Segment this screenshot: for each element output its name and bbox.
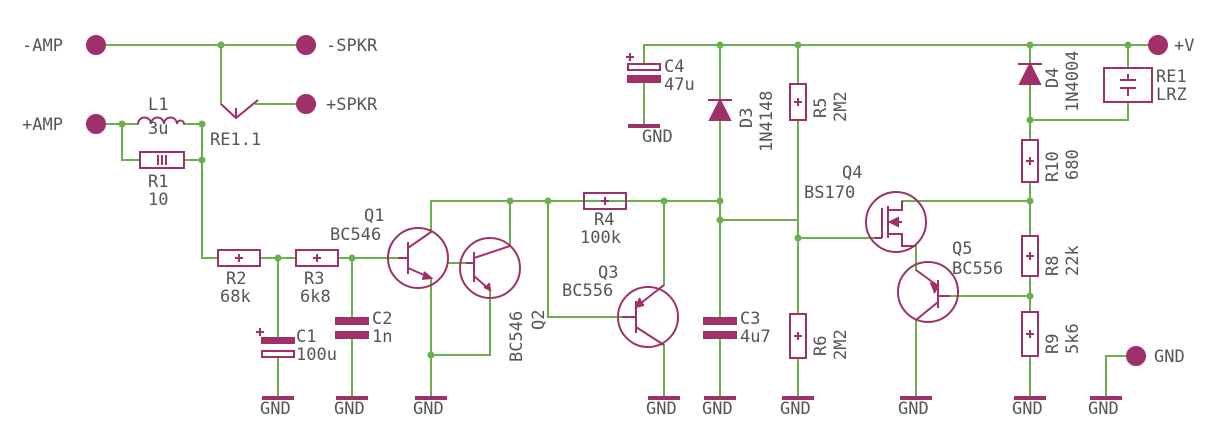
label-r1-value: 10: [148, 190, 168, 210]
transistor-q3[interactable]: [617, 284, 679, 348]
label-vcc: +V: [1174, 36, 1194, 56]
resistor-r9[interactable]: [1021, 311, 1039, 357]
gnd-label-q1: GND: [413, 399, 444, 419]
label-c3-name: C3: [740, 309, 760, 329]
label-q3-name: Q3: [598, 263, 618, 283]
label-r8-value: 22k: [1063, 245, 1083, 276]
gnd-label-r6: GND: [780, 399, 811, 419]
gnd-label-terminal: GND: [1088, 399, 1119, 419]
label-q2-name: Q2: [529, 310, 549, 330]
label-c1-name: C1: [296, 327, 316, 347]
label-c2-value: 1n: [372, 327, 392, 347]
label-r9-name: R9: [1043, 334, 1063, 354]
ground-symbols: [262, 124, 1122, 400]
relay-contact-re1-1[interactable]: [220, 99, 259, 120]
capacitor-c2[interactable]: [335, 317, 369, 339]
resistor-r5[interactable]: [789, 83, 807, 121]
transistor-q5[interactable]: [897, 261, 959, 323]
label-d3-value: 1N4148: [757, 91, 777, 152]
gnd-label-q3: GND: [646, 399, 677, 419]
label-re1-value: LRZ: [1156, 85, 1187, 105]
label-re1-name: RE1: [1156, 67, 1187, 87]
connector-spkr-neg[interactable]: [296, 35, 316, 55]
label-spkr-pos: +SPKR: [326, 95, 378, 115]
label-gnd-terminal: GND: [1154, 347, 1185, 367]
inductor-l1[interactable]: [137, 116, 185, 125]
label-r10-value: 680: [1063, 149, 1083, 180]
transistor-q2[interactable]: [459, 237, 521, 299]
label-r6-value: 2M2: [831, 329, 851, 360]
label-d4-name: D4: [1043, 68, 1063, 88]
transistor-q1[interactable]: [387, 227, 449, 289]
connector-amp-pos[interactable]: [86, 114, 106, 134]
label-r3-value: 6k8: [300, 287, 331, 307]
label-r2-name: R2: [226, 269, 246, 289]
gnd-label-c2: GND: [334, 399, 365, 419]
gnd-label-c4: GND: [642, 127, 673, 147]
label-r2-value: 68k: [220, 287, 251, 307]
capacitor-c4[interactable]: [626, 53, 661, 83]
resistor-r4[interactable]: [583, 192, 627, 210]
label-r5-value: 2M2: [831, 91, 851, 122]
label-r1-name: R1: [148, 172, 168, 192]
label-c4-name: C4: [664, 57, 684, 77]
gnd-label-r9: GND: [1012, 399, 1043, 419]
label-q5-name: Q5: [952, 239, 972, 259]
label-r4-name: R4: [594, 210, 614, 230]
label-q2-value: BC546: [507, 311, 527, 362]
diode-d3[interactable]: [708, 97, 732, 121]
connector-amp-neg[interactable]: [86, 35, 106, 55]
diode-d4[interactable]: [1018, 61, 1042, 85]
gnd-label-c3: GND: [702, 399, 733, 419]
label-r9-value: 5k6: [1063, 323, 1083, 354]
connector-spkr-pos[interactable]: [296, 94, 316, 114]
relay-coil-re1[interactable]: [1103, 67, 1153, 103]
resistor-r8[interactable]: [1021, 235, 1039, 277]
resistor-r10[interactable]: [1021, 139, 1039, 183]
label-r8-name: R8: [1043, 256, 1063, 276]
label-r10-name: R10: [1043, 151, 1063, 182]
label-r6-name: R6: [811, 336, 831, 356]
connector-gnd[interactable]: [1126, 346, 1146, 366]
label-d3-name: D3: [737, 108, 757, 128]
label-c3-value: 4u7: [740, 327, 771, 347]
resistor-r6[interactable]: [789, 313, 807, 359]
junctions: [118, 41, 1132, 359]
connector-vcc[interactable]: [1148, 35, 1168, 55]
label-r3-name: R3: [304, 269, 324, 289]
resistor-r3[interactable]: [295, 249, 339, 267]
resistor-r2[interactable]: [217, 249, 261, 267]
gnd-label-q5: GND: [898, 399, 929, 419]
label-q5-value: BC556: [952, 259, 1003, 279]
label-amp-neg: -AMP: [22, 36, 63, 56]
label-q4-value: BS170: [804, 183, 855, 203]
label-spkr-neg: -SPKR: [326, 36, 378, 56]
labels: -AMP +AMP -SPKR +SPKR +V GND L1 3u RE1.1…: [22, 36, 1194, 419]
label-l1-value: 3u: [148, 119, 168, 139]
label-q3-value: BC556: [562, 281, 613, 301]
gnd-label-c1: GND: [260, 399, 291, 419]
wires: [95, 44, 1159, 399]
label-q1-value: BC546: [330, 225, 381, 245]
label-c2-name: C2: [372, 309, 392, 329]
label-q4-name: Q4: [842, 163, 862, 183]
label-l1-name: L1: [148, 95, 168, 115]
capacitor-c1[interactable]: [256, 328, 295, 358]
label-d4-value: 1N4004: [1063, 51, 1083, 112]
label-c4-value: 47u: [664, 75, 695, 95]
label-r4-value: 100k: [580, 228, 621, 248]
transistor-q4-mosfet[interactable]: [865, 191, 927, 253]
capacitor-c3[interactable]: [703, 317, 737, 339]
label-q1-name: Q1: [364, 206, 384, 226]
label-r5-name: R5: [811, 98, 831, 118]
label-re1-1: RE1.1: [210, 130, 261, 150]
label-c1-value: 100u: [296, 345, 337, 365]
label-amp-pos: +AMP: [22, 115, 63, 135]
resistor-r1[interactable]: [139, 151, 185, 169]
